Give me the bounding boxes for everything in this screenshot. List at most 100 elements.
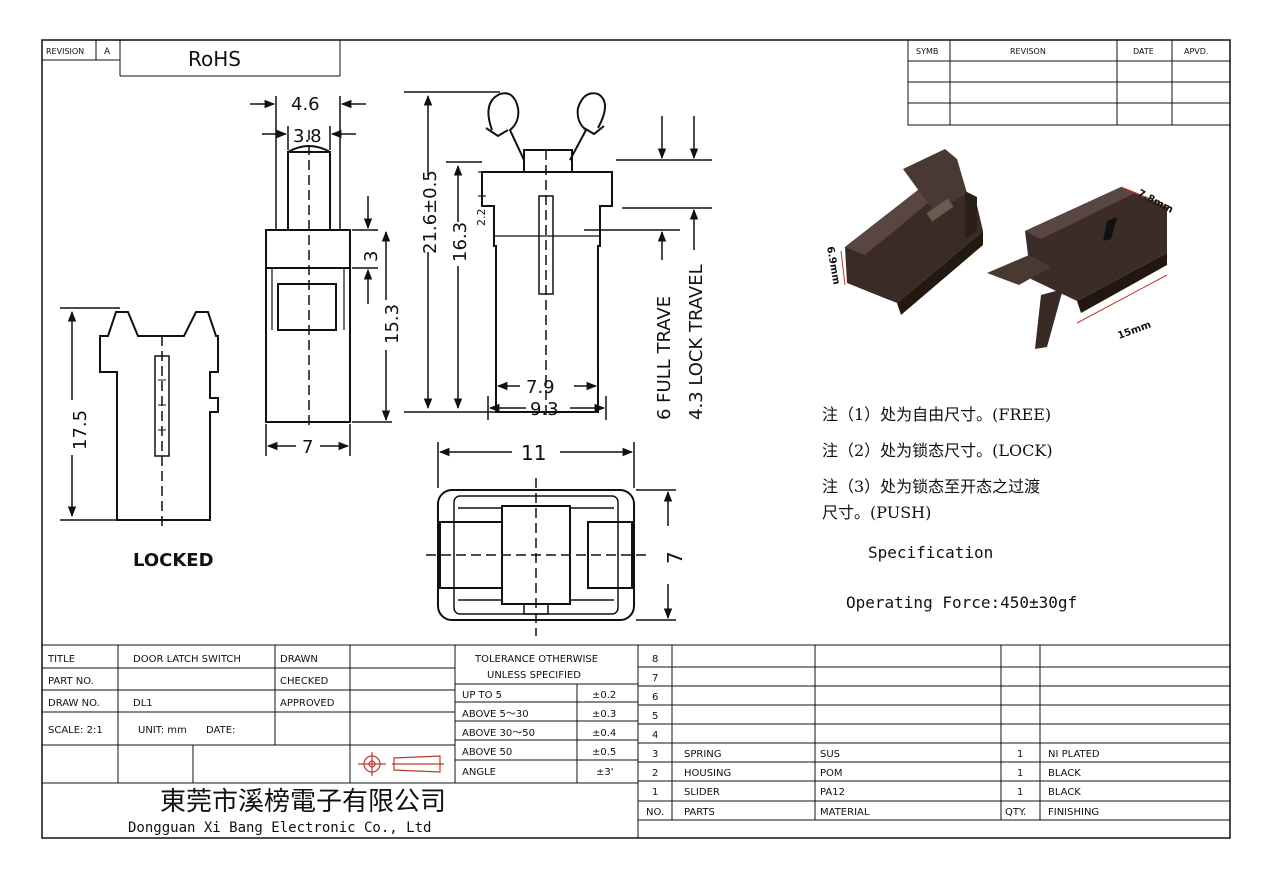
sheet-border xyxy=(41,39,1231,839)
part-label: PART NO. xyxy=(48,676,94,687)
dim-15-3-label: 15.3 xyxy=(382,304,403,344)
dim-11 xyxy=(437,442,635,488)
drawn-label: DRAWN xyxy=(280,654,318,665)
bom-qty: 1 xyxy=(1017,787,1023,798)
tol-value-2: ±0.4 xyxy=(592,728,616,739)
bom-no: 4 xyxy=(652,730,658,741)
tol-value-1: ±0.3 xyxy=(592,709,616,720)
revision-box xyxy=(42,40,341,77)
tol-range-3: ABOVE 50 xyxy=(462,747,512,758)
revision-rev: A xyxy=(104,47,111,57)
bom-no: 5 xyxy=(652,711,658,722)
bom-no: 1 xyxy=(652,787,658,798)
note-3-continued: 尺寸。(PUSH) xyxy=(822,503,931,522)
photo-dim-6-9: 6.9mm xyxy=(824,246,842,286)
lock-travel-label: 4.3 LOCK TRAVEL xyxy=(686,264,707,420)
product-photo: 7.8mm 6.9mm 15mm xyxy=(824,149,1175,349)
tol-range-0: UP TO 5 xyxy=(462,690,502,701)
bom-part: SPRING xyxy=(684,749,722,760)
dim-2-2 xyxy=(478,171,486,197)
side-view xyxy=(265,130,351,430)
note-1: 注（1）处为自由尺寸。(FREE) xyxy=(822,405,1051,424)
front-view xyxy=(481,92,613,420)
dim-9-3 xyxy=(487,396,607,420)
bom-material: SUS xyxy=(820,749,840,760)
bom-finish: NI PLATED xyxy=(1048,749,1100,760)
bom-no: 3 xyxy=(652,749,658,760)
tolerance-head-2: UNLESS SPECIFIED xyxy=(487,670,581,681)
dim-3-label: 3 xyxy=(361,251,382,262)
rohs-label: RoHS xyxy=(188,47,241,71)
tolerance-head-1: TOLERANCE OTHERWISE xyxy=(474,654,598,665)
bom-qty: 1 xyxy=(1017,768,1023,779)
dim-7-bottom-label: 7 xyxy=(663,551,687,564)
bom-finish: BLACK xyxy=(1048,768,1081,779)
draw-label: DRAW NO. xyxy=(48,698,100,709)
draw-value: DL1 xyxy=(133,698,153,709)
dim-16-3 xyxy=(446,161,482,410)
bom-qty: 1 xyxy=(1017,749,1023,760)
dim-travel xyxy=(584,116,712,260)
bom-no: 8 xyxy=(652,654,658,665)
spec-title: Specification xyxy=(868,543,993,562)
title-label: TITLE xyxy=(47,654,75,665)
title-block-grid xyxy=(42,644,1230,838)
bom-no: 7 xyxy=(652,673,658,684)
approved-label: APPROVED xyxy=(280,698,335,709)
dim-17-5 xyxy=(60,307,120,521)
tol-value-3: ±0.5 xyxy=(592,747,616,758)
bom-part: SLIDER xyxy=(684,787,720,798)
note-3: 注（3）处为锁态至开态之过渡 xyxy=(822,477,1040,496)
bom-material: PA12 xyxy=(820,787,845,798)
bom-head-part: PARTS xyxy=(684,807,715,818)
bom-head-qty: QTY. xyxy=(1005,807,1026,818)
bom-table: 8 7 6 5 4 3 SPRING SUS 1 NI PLATED 2 HOU… xyxy=(646,654,1100,818)
dim-7-9-label: 7.9 xyxy=(526,377,555,398)
full-travel-label: 6 FULL TRAVE xyxy=(654,296,675,420)
dim-7-9 xyxy=(495,370,599,394)
unit-label: UNIT: mm xyxy=(138,725,187,736)
bom-no: 2 xyxy=(652,768,658,779)
company-english: Dongguan Xi Bang Electronic Co., Ltd xyxy=(128,820,431,836)
bom-finish: BLACK xyxy=(1048,787,1081,798)
projection-symbol-icon xyxy=(358,752,444,776)
bom-material: POM xyxy=(820,768,843,779)
spec-force: Operating Force:450±30gf xyxy=(846,593,1077,612)
bom-head-no: NO. xyxy=(646,807,664,818)
scale-label: SCALE: 2:1 xyxy=(48,725,103,736)
tol-value-0: ±0.2 xyxy=(592,690,616,701)
title-value: DOOR LATCH SWITCH xyxy=(133,654,241,665)
bom-part: HOUSING xyxy=(684,768,731,779)
tol-range-4: ANGLE xyxy=(462,767,496,778)
dim-3-8-label: 3.8 xyxy=(293,126,322,147)
revision-label: REVISION xyxy=(46,47,84,56)
locked-view xyxy=(99,311,219,530)
locked-label: LOCKED xyxy=(133,550,214,571)
dim-2-2-label: 2.2 xyxy=(475,209,488,227)
dim-4-6 xyxy=(250,96,366,230)
photo-dim-15: 15mm xyxy=(1116,320,1152,342)
dim-11-label: 11 xyxy=(521,441,546,465)
dim-21-6 xyxy=(404,91,500,413)
dim-9-3-label: 9.3 xyxy=(530,399,559,420)
dim-7-side-label: 7 xyxy=(302,437,313,458)
company-chinese: 東莞市溪榜電子有限公司 xyxy=(160,787,446,817)
tol-range-2: ABOVE 30～50 xyxy=(462,728,535,739)
bom-head-finish: FINISHING xyxy=(1048,807,1099,818)
tol-value-4: ±3' xyxy=(596,767,614,778)
rev-head-revison: REVISON xyxy=(1010,47,1046,56)
latch-open-image xyxy=(987,187,1167,349)
rev-table xyxy=(907,39,1231,126)
dim-4-6-label: 4.6 xyxy=(291,94,320,115)
dim-16-3-label: 16.3 xyxy=(450,222,471,262)
bom-no: 6 xyxy=(652,692,658,703)
tol-range-1: ABOVE 5～30 xyxy=(462,709,529,720)
dim-15-3 xyxy=(352,230,392,423)
bottom-view xyxy=(426,478,646,636)
dim-3 xyxy=(352,196,378,304)
dim-7-bottom xyxy=(636,489,676,621)
dim-7-side xyxy=(265,424,351,456)
latch-closed-image xyxy=(845,149,983,315)
rev-head-symb: SYMB xyxy=(916,47,938,56)
